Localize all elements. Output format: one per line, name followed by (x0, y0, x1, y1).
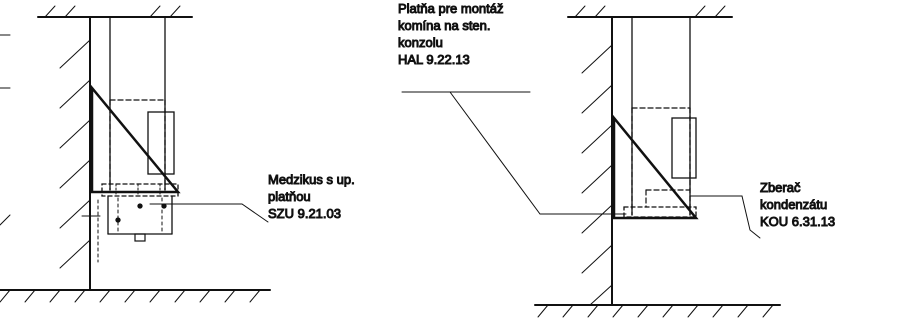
left-floor (0, 289, 271, 303)
left-bracket (90, 84, 181, 194)
callout-wall-plate: Platňa pre montáž komína na sten. konzol… (398, 1, 507, 67)
left-wall (59, 16, 91, 291)
left-lower-pipe (107, 195, 173, 242)
callout-mid-section: Medzikus s up. platňou SZU 9.21.03 (268, 172, 358, 221)
left-mid-plate (101, 183, 179, 197)
left-assembly (0, 5, 271, 303)
right-collector (623, 206, 697, 218)
right-ceiling (567, 5, 733, 18)
right-bracket (612, 114, 699, 220)
left-ceiling (37, 5, 193, 18)
right-assembly (401, 5, 781, 318)
right-side-box (671, 117, 697, 179)
right-floor (534, 304, 781, 318)
right-wall (581, 16, 613, 306)
wall-plate-leader (449, 91, 627, 215)
right-chimney-pipe (631, 16, 691, 216)
mid-section-leader (149, 203, 269, 223)
left-edge-leaders (0, 34, 11, 226)
collector-leader (689, 195, 761, 239)
left-chimney-pipe (109, 16, 166, 191)
callout-collector: Zberač kondenzátu KOU 6.31.13 (760, 180, 835, 229)
left-side-box (147, 111, 175, 175)
